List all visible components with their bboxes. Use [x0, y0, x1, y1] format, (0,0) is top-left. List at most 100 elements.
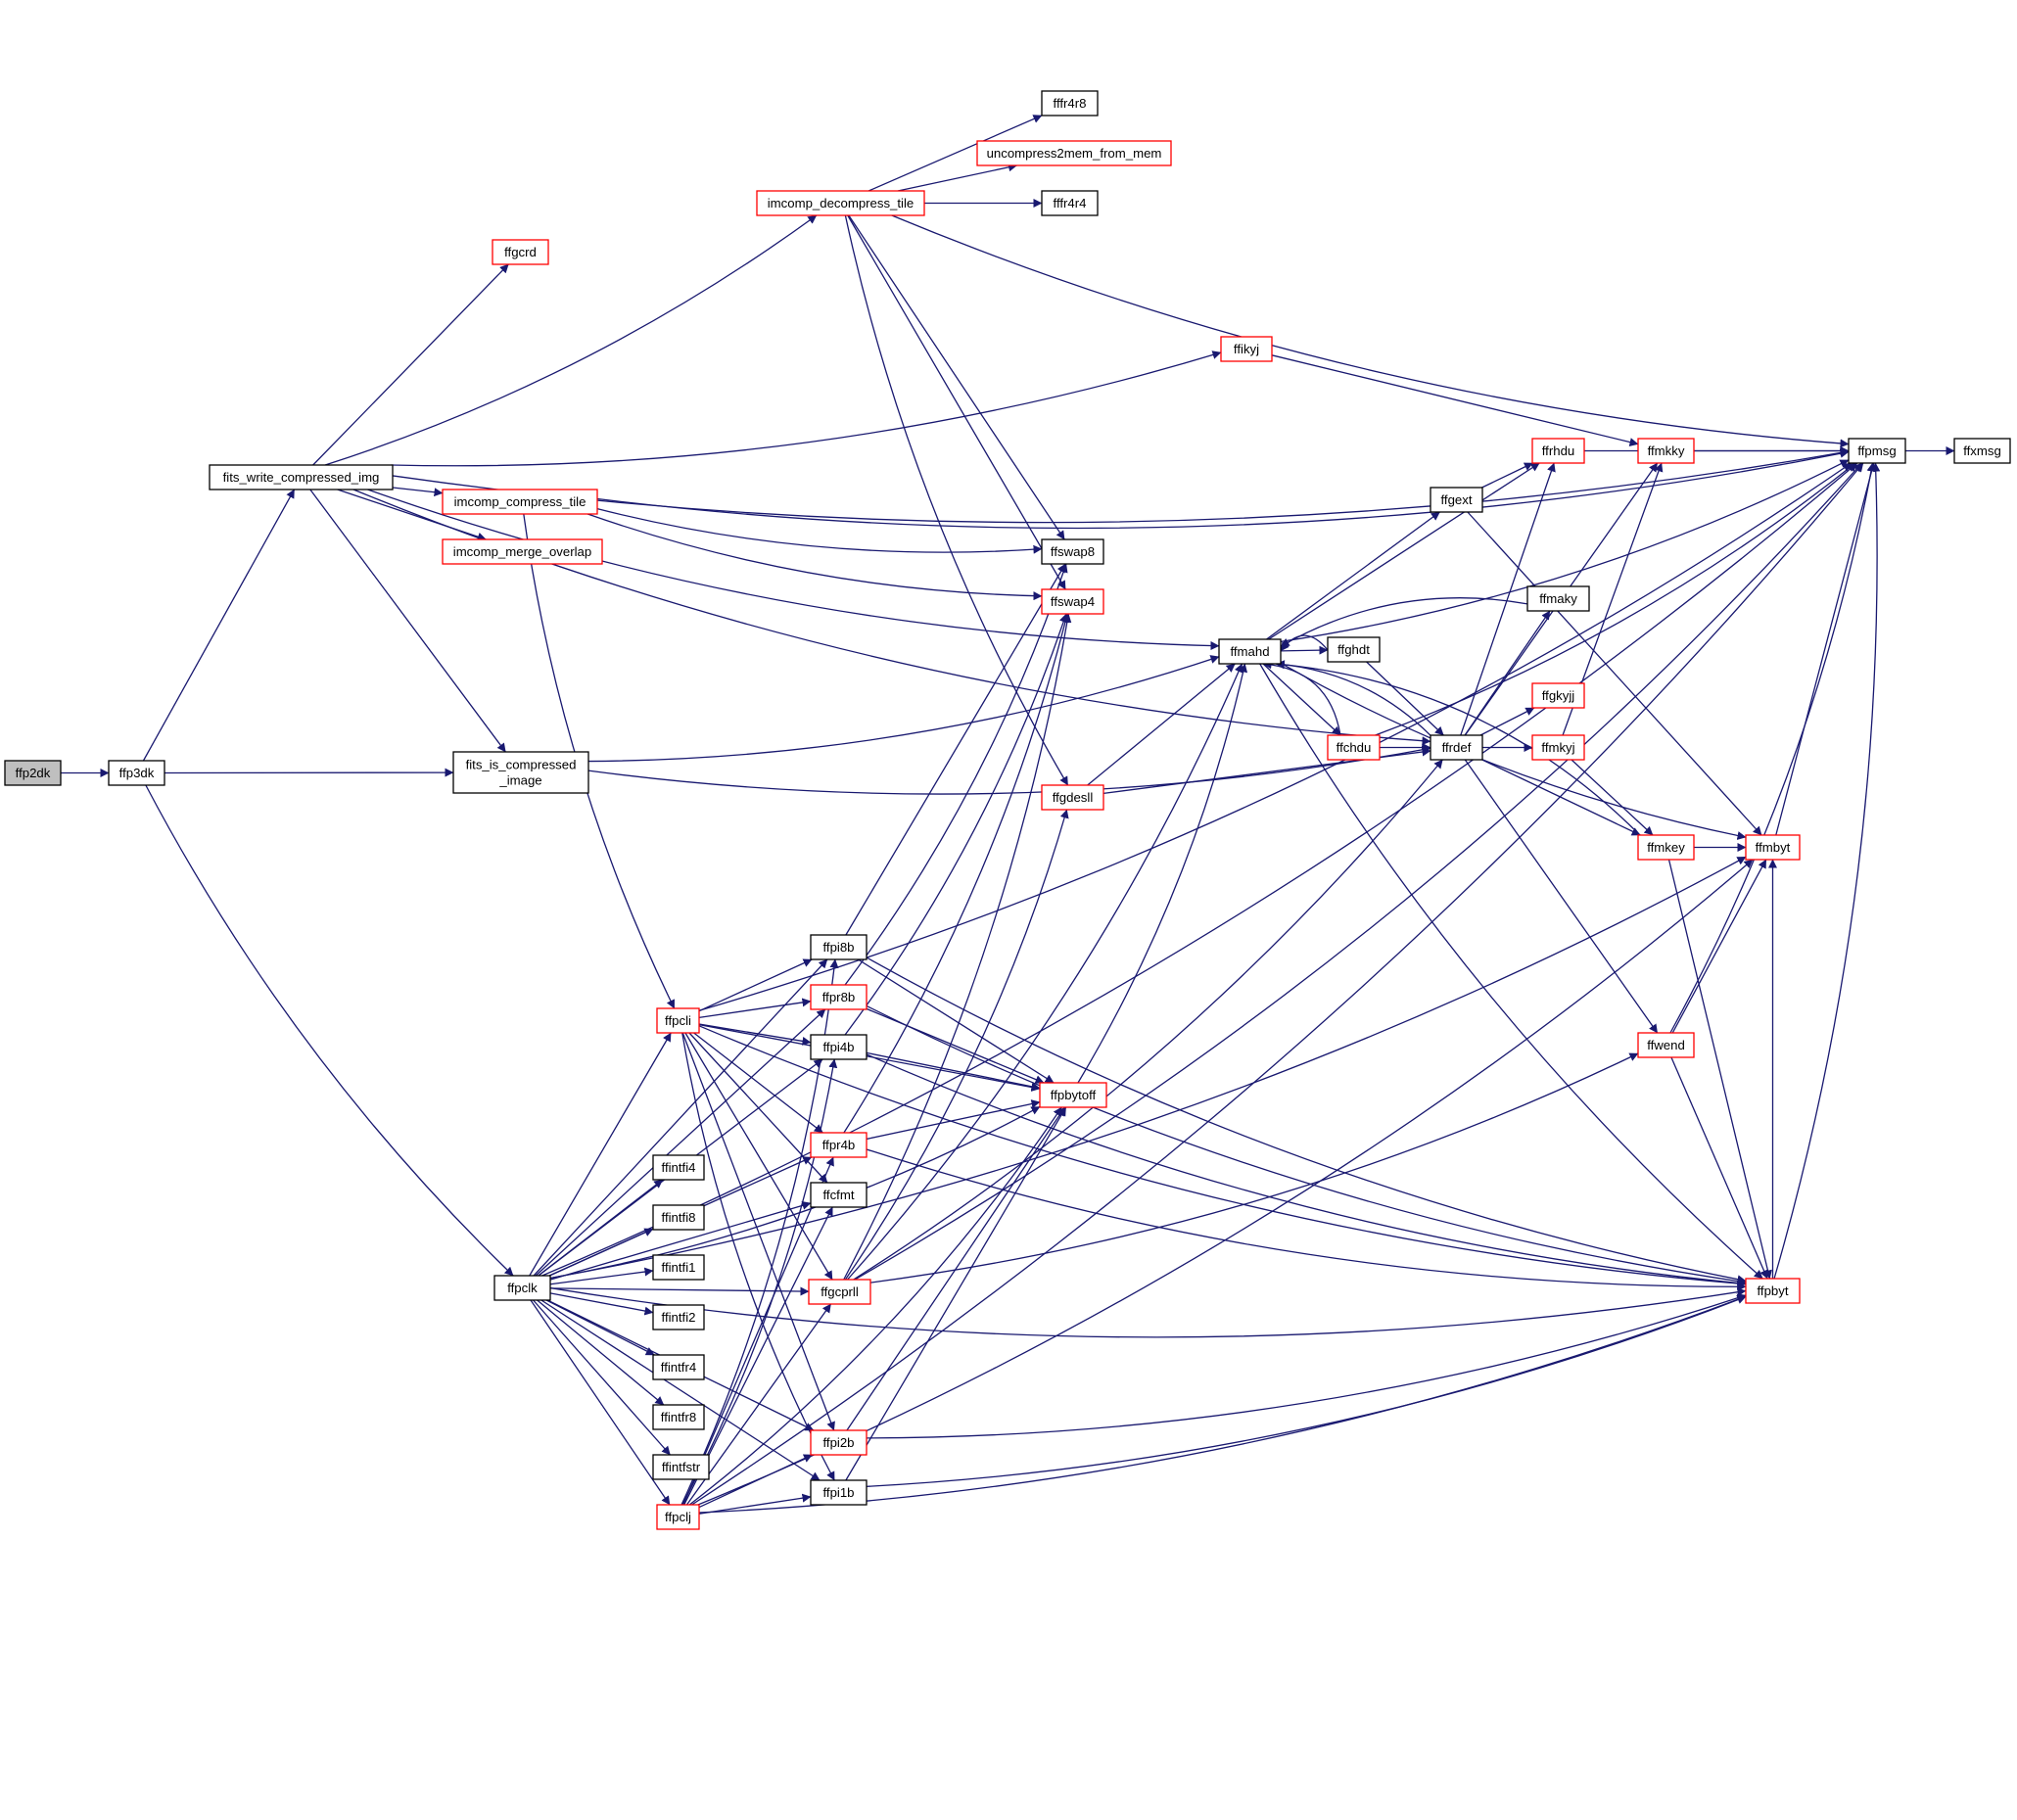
node-box[interactable] — [1218, 638, 1282, 665]
node-box[interactable] — [1531, 438, 1585, 464]
node-imcomp-compress-tile[interactable]: imcomp_compress_tile — [442, 489, 598, 515]
node-box[interactable] — [452, 751, 589, 794]
node-box[interactable] — [810, 1429, 868, 1456]
node-ffmahd[interactable]: ffmahd — [1218, 638, 1282, 665]
node-ffintfi2[interactable]: ffintfi2 — [652, 1304, 705, 1330]
node-ffgext[interactable]: ffgext — [1430, 487, 1483, 513]
node-box[interactable] — [810, 1182, 868, 1208]
node-uncompress2mem-from-mem[interactable]: uncompress2mem_from_mem — [976, 140, 1172, 166]
node-ffghdt[interactable]: ffghdt — [1327, 636, 1381, 663]
node-ffintfi8[interactable]: ffintfi8 — [652, 1204, 705, 1231]
node-ffgkyjj[interactable]: ffgkyjj — [1531, 682, 1585, 709]
node-ffpi4b[interactable]: ffpi4b — [810, 1034, 868, 1060]
node-box[interactable] — [1745, 1278, 1801, 1304]
node-box[interactable] — [1848, 438, 1906, 464]
node-fits-is-compressed-image[interactable]: fits_is_compressed_image — [452, 751, 589, 794]
node-box[interactable] — [1220, 336, 1273, 362]
node-box[interactable] — [810, 1132, 868, 1158]
node-ffintfi4[interactable]: ffintfi4 — [652, 1154, 705, 1181]
node-box[interactable] — [1637, 438, 1695, 464]
node-box[interactable] — [209, 464, 394, 490]
node-box[interactable] — [1039, 1082, 1107, 1108]
node-box[interactable] — [808, 1279, 871, 1305]
node-ffswap4[interactable]: ffswap4 — [1041, 588, 1104, 615]
node-fits-write-compressed-img[interactable]: fits_write_compressed_img — [209, 464, 394, 490]
node-ffgcrd[interactable]: ffgcrd — [492, 239, 549, 265]
node-box[interactable] — [1430, 487, 1483, 513]
node-ffmkyj[interactable]: ffmkyj — [1531, 734, 1585, 761]
node-ffpmsg[interactable]: ffpmsg — [1848, 438, 1906, 464]
node-box[interactable] — [756, 190, 925, 216]
node-ffrhdu[interactable]: ffrhdu — [1531, 438, 1585, 464]
node-box[interactable] — [1745, 834, 1801, 861]
node-box[interactable] — [1637, 834, 1695, 861]
node-box[interactable] — [810, 1034, 868, 1060]
node-imcomp-decompress-tile[interactable]: imcomp_decompress_tile — [756, 190, 925, 216]
node-box[interactable] — [442, 538, 603, 565]
node-box[interactable] — [656, 1007, 700, 1034]
node-ffgcprll[interactable]: ffgcprll — [808, 1279, 871, 1305]
node-fffr4r8[interactable]: fffr4r8 — [1041, 90, 1099, 117]
node-ffpbytoff[interactable]: ffpbytoff — [1039, 1082, 1107, 1108]
node-ffp2dk[interactable]: ffp2dk — [4, 760, 62, 786]
node-box[interactable] — [652, 1254, 705, 1281]
node-box[interactable] — [652, 1404, 705, 1430]
node-ffpcli[interactable]: ffpcli — [656, 1007, 700, 1034]
node-box[interactable] — [652, 1304, 705, 1330]
node-box[interactable] — [1041, 190, 1099, 216]
node-box[interactable] — [1430, 734, 1483, 761]
node-box[interactable] — [810, 1479, 868, 1506]
node-ffrdef[interactable]: ffrdef — [1430, 734, 1483, 761]
node-box[interactable] — [1327, 734, 1381, 761]
node-ffintfr4[interactable]: ffintfr4 — [652, 1354, 705, 1380]
node-ffp3dk[interactable]: ffp3dk — [108, 760, 165, 786]
node-ffpi1b[interactable]: ffpi1b — [810, 1479, 868, 1506]
node-ffintfi1[interactable]: ffintfi1 — [652, 1254, 705, 1281]
node-ffpi8b[interactable]: ffpi8b — [810, 934, 868, 960]
node-ffwend[interactable]: ffwend — [1637, 1032, 1695, 1058]
node-ffmkky[interactable]: ffmkky — [1637, 438, 1695, 464]
node-ffpr4b[interactable]: ffpr4b — [810, 1132, 868, 1158]
node-ffintfr8[interactable]: ffintfr8 — [652, 1404, 705, 1430]
node-box[interactable] — [652, 1454, 710, 1480]
node-ffxmsg[interactable]: ffxmsg — [1953, 438, 2011, 464]
node-box[interactable] — [652, 1154, 705, 1181]
node-box[interactable] — [442, 489, 598, 515]
node-box[interactable] — [4, 760, 62, 786]
node-box[interactable] — [810, 984, 868, 1010]
node-ffpr8b[interactable]: ffpr8b — [810, 984, 868, 1010]
node-box[interactable] — [1953, 438, 2011, 464]
node-box[interactable] — [1531, 682, 1585, 709]
node-ffpbyt[interactable]: ffpbyt — [1745, 1278, 1801, 1304]
node-ffmkey[interactable]: ffmkey — [1637, 834, 1695, 861]
node-box[interactable] — [1526, 585, 1590, 612]
node-box[interactable] — [1041, 588, 1104, 615]
node-fffr4r4[interactable]: fffr4r4 — [1041, 190, 1099, 216]
node-box[interactable] — [108, 760, 165, 786]
node-box[interactable] — [1531, 734, 1585, 761]
node-ffmbyt[interactable]: ffmbyt — [1745, 834, 1801, 861]
node-box[interactable] — [652, 1354, 705, 1380]
node-ffcfmt[interactable]: ffcfmt — [810, 1182, 868, 1208]
node-ffpclj[interactable]: ffpclj — [656, 1504, 700, 1530]
node-ffpi2b[interactable]: ffpi2b — [810, 1429, 868, 1456]
node-box[interactable] — [492, 239, 549, 265]
node-box[interactable] — [1637, 1032, 1695, 1058]
node-imcomp-merge-overlap[interactable]: imcomp_merge_overlap — [442, 538, 603, 565]
node-ffmaky[interactable]: ffmaky — [1526, 585, 1590, 612]
node-box[interactable] — [1041, 784, 1104, 811]
node-ffikyj[interactable]: ffikyj — [1220, 336, 1273, 362]
node-box[interactable] — [1041, 90, 1099, 117]
node-box[interactable] — [810, 934, 868, 960]
node-box[interactable] — [652, 1204, 705, 1231]
node-box[interactable] — [1327, 636, 1381, 663]
node-box[interactable] — [493, 1275, 551, 1301]
node-ffintfstr[interactable]: ffintfstr — [652, 1454, 710, 1480]
node-box[interactable] — [1041, 538, 1104, 565]
node-ffswap8[interactable]: ffswap8 — [1041, 538, 1104, 565]
node-ffpclk[interactable]: ffpclk — [493, 1275, 551, 1301]
node-ffgdesll[interactable]: ffgdesll — [1041, 784, 1104, 811]
node-box[interactable] — [976, 140, 1172, 166]
node-ffchdu[interactable]: ffchdu — [1327, 734, 1381, 761]
node-box[interactable] — [656, 1504, 700, 1530]
